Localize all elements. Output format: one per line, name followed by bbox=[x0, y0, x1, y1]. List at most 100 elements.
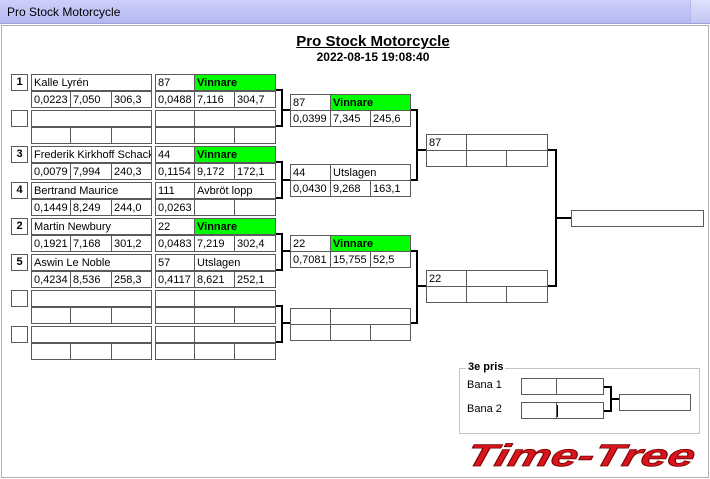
reaction-time[interactable] bbox=[426, 150, 467, 167]
driver-name[interactable]: Bertrand Maurice bbox=[31, 182, 152, 199]
reaction-time-2[interactable] bbox=[155, 343, 195, 360]
driver-name[interactable] bbox=[31, 326, 152, 343]
speed-2[interactable] bbox=[234, 199, 276, 216]
elapsed-time-2[interactable]: 7,219 bbox=[194, 235, 235, 252]
speed[interactable]: 258,3 bbox=[111, 271, 152, 288]
speed[interactable] bbox=[111, 127, 152, 144]
race-number[interactable]: 87 bbox=[426, 134, 467, 151]
lane-1-field-a[interactable] bbox=[521, 378, 557, 395]
speed-2[interactable]: 302,4 bbox=[234, 235, 276, 252]
elapsed-time-2[interactable]: 8,621 bbox=[194, 271, 235, 288]
speed[interactable] bbox=[111, 307, 152, 324]
race-number[interactable]: 22 bbox=[426, 270, 467, 287]
window-control-button[interactable] bbox=[690, 0, 710, 23]
speed-2[interactable] bbox=[234, 127, 276, 144]
final-result[interactable] bbox=[571, 210, 704, 227]
connector-line bbox=[604, 386, 611, 388]
driver-name[interactable] bbox=[31, 290, 152, 307]
speed[interactable] bbox=[506, 286, 548, 303]
seed-box: 5 bbox=[11, 254, 28, 271]
elapsed-time[interactable]: 7,168 bbox=[70, 235, 112, 252]
lane-2-field-a[interactable] bbox=[521, 402, 557, 419]
elapsed-time-2[interactable] bbox=[194, 307, 235, 324]
elapsed-time[interactable]: 9,268 bbox=[330, 180, 371, 197]
reaction-time-2[interactable] bbox=[155, 307, 195, 324]
driver-name[interactable]: Kalle Lyrén bbox=[31, 74, 152, 91]
race-number[interactable] bbox=[155, 110, 195, 127]
reaction-time[interactable] bbox=[31, 307, 71, 324]
speed-2[interactable] bbox=[234, 307, 276, 324]
speed[interactable]: 163,1 bbox=[370, 180, 411, 197]
driver-name[interactable]: Frederik Kirkhoff Schack bbox=[31, 146, 152, 163]
reaction-time[interactable]: 0,0079 bbox=[31, 163, 71, 180]
elapsed-time-2[interactable]: 9,172 bbox=[194, 163, 235, 180]
elapsed-time[interactable]: 7,050 bbox=[70, 91, 112, 108]
reaction-time[interactable] bbox=[31, 127, 71, 144]
elapsed-time-2[interactable] bbox=[194, 343, 235, 360]
speed[interactable] bbox=[506, 150, 548, 167]
speed-2[interactable]: 304,7 bbox=[234, 91, 276, 108]
reaction-time[interactable]: 0,0223 bbox=[31, 91, 71, 108]
elapsed-time[interactable]: 7,994 bbox=[70, 163, 112, 180]
elapsed-time[interactable] bbox=[70, 307, 112, 324]
reaction-time-2[interactable]: 0,0488 bbox=[155, 91, 195, 108]
speed[interactable] bbox=[370, 324, 411, 341]
driver-name[interactable]: Aswin Le Noble bbox=[31, 254, 152, 271]
race-number[interactable]: 57 bbox=[155, 254, 195, 271]
reaction-time[interactable]: 0,0430 bbox=[290, 180, 331, 197]
race-number[interactable]: 111 bbox=[155, 182, 195, 199]
speed-2[interactable]: 172,1 bbox=[234, 163, 276, 180]
race-number[interactable]: 22 bbox=[290, 235, 331, 252]
reaction-time[interactable] bbox=[290, 324, 331, 341]
elapsed-time[interactable] bbox=[466, 286, 507, 303]
reaction-time-2[interactable]: 0,4117 bbox=[155, 271, 195, 288]
connector-line bbox=[548, 149, 556, 151]
reaction-time[interactable] bbox=[426, 286, 467, 303]
elapsed-time[interactable] bbox=[466, 150, 507, 167]
elapsed-time-2[interactable]: 7,116 bbox=[194, 91, 235, 108]
race-number[interactable] bbox=[290, 308, 331, 325]
lane-2-field-b[interactable] bbox=[556, 402, 604, 419]
driver-name[interactable] bbox=[31, 110, 152, 127]
speed[interactable]: 52,5 bbox=[370, 251, 411, 268]
reaction-time[interactable]: 0,0399 bbox=[290, 110, 331, 127]
elapsed-time[interactable] bbox=[70, 127, 112, 144]
reaction-time[interactable] bbox=[31, 343, 71, 360]
elapsed-time[interactable]: 8,249 bbox=[70, 199, 112, 216]
elapsed-time-2[interactable] bbox=[194, 127, 235, 144]
elapsed-time[interactable]: 7,345 bbox=[330, 110, 371, 127]
elapsed-time[interactable] bbox=[70, 343, 112, 360]
reaction-time[interactable]: 0,4234 bbox=[31, 271, 71, 288]
reaction-time-2[interactable]: 0,0263 bbox=[155, 199, 195, 216]
elapsed-time[interactable] bbox=[330, 324, 371, 341]
speed-2[interactable] bbox=[234, 343, 276, 360]
connector-line bbox=[416, 250, 418, 324]
elapsed-time[interactable]: 8,536 bbox=[70, 271, 112, 288]
race-number[interactable] bbox=[155, 326, 195, 343]
elapsed-time-2[interactable] bbox=[194, 199, 235, 216]
speed[interactable]: 244,0 bbox=[111, 199, 152, 216]
lane-1-field-b[interactable] bbox=[556, 378, 604, 395]
race-number[interactable]: 87 bbox=[155, 74, 195, 91]
reaction-time[interactable]: 0,1449 bbox=[31, 199, 71, 216]
connector-line bbox=[276, 233, 282, 235]
speed[interactable]: 301,2 bbox=[111, 235, 152, 252]
race-number[interactable] bbox=[155, 290, 195, 307]
speed-2[interactable]: 252,1 bbox=[234, 271, 276, 288]
elapsed-time[interactable]: 15,755 bbox=[330, 251, 371, 268]
reaction-time-2[interactable]: 0,0483 bbox=[155, 235, 195, 252]
reaction-time-2[interactable] bbox=[155, 127, 195, 144]
race-number[interactable]: 87 bbox=[290, 94, 331, 111]
race-number[interactable]: 44 bbox=[155, 146, 195, 163]
third-place-result[interactable] bbox=[619, 394, 691, 411]
reaction-time-2[interactable]: 0,1154 bbox=[155, 163, 195, 180]
speed[interactable]: 245,6 bbox=[370, 110, 411, 127]
speed[interactable] bbox=[111, 343, 152, 360]
race-number[interactable]: 22 bbox=[155, 218, 195, 235]
driver-name[interactable]: Martin Newbury bbox=[31, 218, 152, 235]
speed[interactable]: 306,3 bbox=[111, 91, 152, 108]
race-number[interactable]: 44 bbox=[290, 164, 331, 181]
reaction-time[interactable]: 0,7081 bbox=[290, 251, 331, 268]
reaction-time[interactable]: 0,1921 bbox=[31, 235, 71, 252]
speed[interactable]: 240,3 bbox=[111, 163, 152, 180]
